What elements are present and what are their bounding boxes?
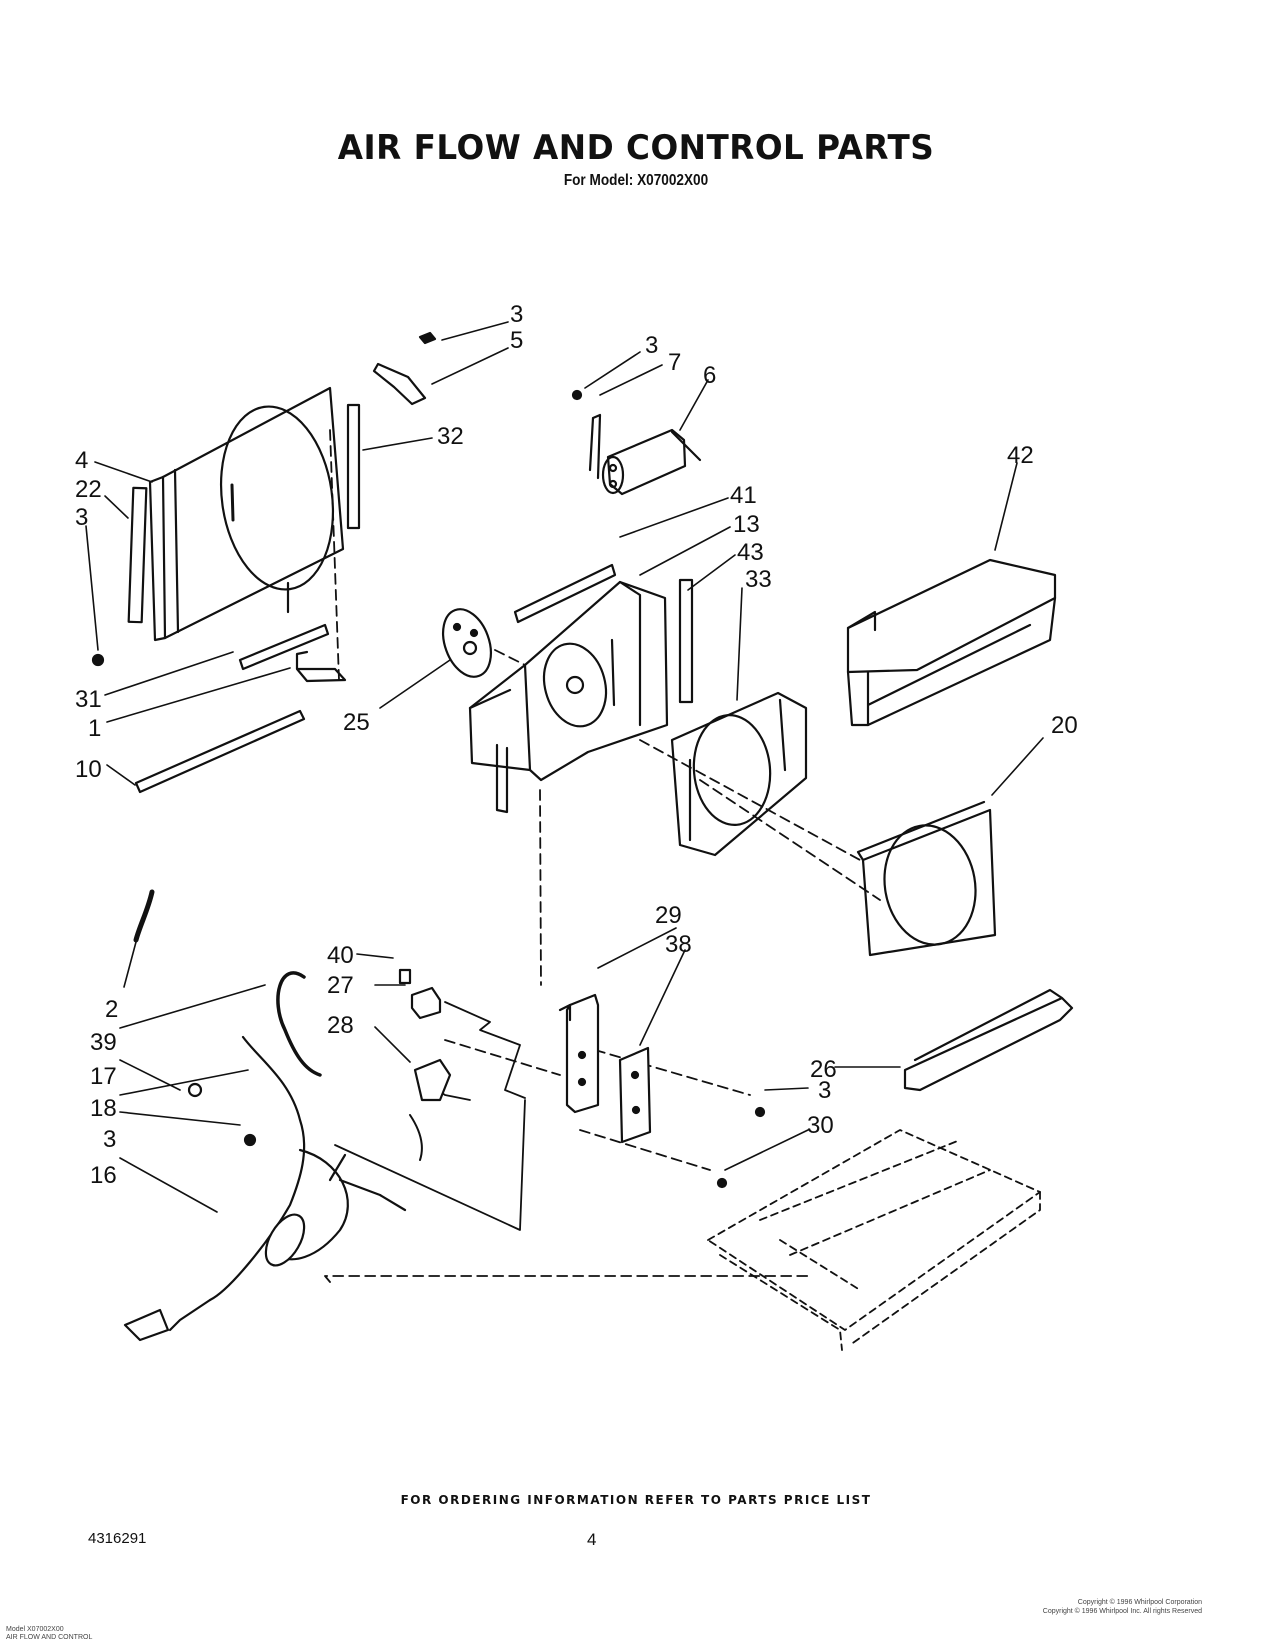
callout: 16 xyxy=(90,1162,117,1189)
capacitor-6 xyxy=(588,413,702,496)
callout: 7 xyxy=(668,349,681,376)
callout: 3 xyxy=(510,301,523,328)
callout: 22 xyxy=(75,476,102,503)
gasket-22 xyxy=(127,486,148,624)
screw-3-cord xyxy=(243,1133,257,1147)
callout: 3 xyxy=(645,332,658,359)
blower-hub-25 xyxy=(442,608,492,678)
bracket-1 xyxy=(295,650,347,683)
screw-3-right xyxy=(754,1106,766,1118)
ordering-note: FOR ORDERING INFORMATION REFER TO PARTS … xyxy=(400,1493,872,1507)
power-cord-16 xyxy=(123,1035,407,1342)
orifice-20 xyxy=(856,800,997,957)
copyright-line: Copyright © 1996 Whirlpool Corporation xyxy=(1077,1599,1202,1606)
model-footnote-line: AIR FLOW AND CONTROL xyxy=(6,1634,93,1641)
air-duct-42 xyxy=(846,558,1057,727)
page-title: AIR FLOW AND CONTROL PARTS xyxy=(337,128,935,168)
screw-3-capacitor xyxy=(571,389,583,401)
switch-27 xyxy=(410,986,442,1020)
scroll-33 xyxy=(670,691,808,857)
model-footnote: Model X07002X00 AIR FLOW AND CONTROL xyxy=(6,1626,92,1642)
gasket-41 xyxy=(513,563,617,624)
callout: 6 xyxy=(703,362,716,389)
callout: 10 xyxy=(75,756,102,783)
callout: 40 xyxy=(327,942,354,969)
thermostat-28 xyxy=(413,1058,452,1102)
screw-30 xyxy=(716,1177,728,1189)
copyright-notice: Copyright © 1996 Whirlpool Corporation C… xyxy=(1043,1598,1202,1616)
control-bracket-29 xyxy=(558,993,600,1114)
callout: 20 xyxy=(1051,712,1078,739)
callout: 25 xyxy=(343,709,370,736)
bracket-5 xyxy=(372,362,427,406)
fan-housing xyxy=(468,580,669,814)
switch-40 xyxy=(398,968,412,985)
strip-31 xyxy=(238,623,330,671)
callout: 39 xyxy=(90,1029,117,1056)
seal-32 xyxy=(346,403,361,530)
seal-43 xyxy=(678,578,694,704)
callout: 17 xyxy=(90,1063,117,1090)
document-number: 4316291 xyxy=(88,1530,147,1547)
clip-17 xyxy=(187,1082,203,1098)
base-pan xyxy=(707,1129,1041,1351)
strip-10 xyxy=(134,709,306,794)
copyright-line: Copyright © 1996 Whirlpool Inc. All righ… xyxy=(1042,1608,1202,1615)
tube-2 xyxy=(133,889,155,943)
callout: 33 xyxy=(745,566,772,593)
fan-shroud-left xyxy=(148,386,345,642)
callout: 27 xyxy=(327,972,354,999)
panel-38 xyxy=(618,1046,652,1144)
callout: 29 xyxy=(655,902,682,929)
callout: 1 xyxy=(88,715,101,742)
callout: 43 xyxy=(737,539,764,566)
callout: 13 xyxy=(733,511,760,538)
callout: 38 xyxy=(665,931,692,958)
model-footnote-line: Model X07002X00 xyxy=(6,1626,64,1633)
callout: 26 xyxy=(810,1056,837,1083)
callout: 42 xyxy=(1007,442,1034,469)
callout: 3 xyxy=(103,1126,116,1153)
callout: 2 xyxy=(105,996,118,1023)
model-subtitle: For Model: X07002X00 xyxy=(563,172,709,189)
screw-3-left xyxy=(91,653,105,667)
harness-39 xyxy=(276,971,322,1077)
callout: 18 xyxy=(90,1095,117,1122)
callout: 30 xyxy=(807,1112,834,1139)
callout: 4 xyxy=(75,447,88,474)
callout: 5 xyxy=(510,327,523,354)
page-number: 4 xyxy=(587,1530,597,1549)
handle-26 xyxy=(903,988,1074,1092)
callout: 3 xyxy=(818,1077,831,1104)
callout: 28 xyxy=(327,1012,354,1039)
callout: 32 xyxy=(437,423,464,450)
callout: 31 xyxy=(75,686,102,713)
callout: 41 xyxy=(730,482,757,509)
screw-3-top xyxy=(418,331,437,345)
callout: 3 xyxy=(75,504,88,531)
